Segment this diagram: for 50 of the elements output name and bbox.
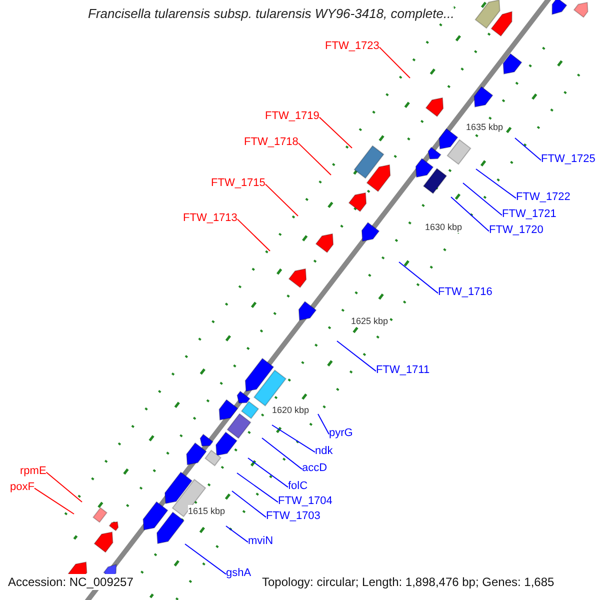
footer-text: Accession: NC_009257 bbox=[8, 574, 134, 590]
gene-label: gshA bbox=[226, 567, 252, 579]
gene-label: FTW_1721 bbox=[502, 208, 556, 220]
gene-label: FTW_1723 bbox=[325, 40, 380, 52]
leader-line bbox=[514, 138, 542, 161]
gene-label: FTW_1720 bbox=[489, 224, 544, 236]
gene-label: mviN bbox=[248, 535, 274, 547]
gene-label: poxF bbox=[10, 481, 34, 493]
leader-line bbox=[262, 438, 302, 470]
leader-line bbox=[232, 490, 266, 518]
leader-line bbox=[336, 340, 376, 372]
gene-label: FTW_1711 bbox=[376, 364, 430, 376]
gene-label: FTW_1704 bbox=[278, 495, 332, 507]
gene-label: folC bbox=[288, 480, 308, 492]
gene-label: ndk bbox=[315, 445, 333, 457]
gene-label: rpmE bbox=[20, 465, 46, 477]
leader-line bbox=[46, 472, 82, 502]
kbp-label: 1615 kbp bbox=[188, 505, 226, 517]
leader-line bbox=[236, 218, 270, 252]
leader-line bbox=[226, 526, 248, 543]
gene-label: FTW_1719 bbox=[265, 110, 320, 122]
gene-label: FTW_1716 bbox=[438, 286, 492, 298]
leader-line bbox=[236, 472, 278, 503]
leader-line bbox=[298, 142, 332, 176]
leader-line bbox=[450, 196, 490, 232]
footer-text: Topology: circular; Length: 1,898,476 bp; Genes: 1,685 bbox=[262, 574, 554, 590]
leader-line bbox=[476, 168, 516, 199]
leader-line bbox=[264, 184, 298, 216]
gene-label: FTW_1725 bbox=[541, 153, 596, 165]
gene-label: FTW_1713 bbox=[183, 212, 238, 224]
gene-label: FTW_1703 bbox=[266, 510, 320, 522]
kbp-label: 1630 kbp bbox=[425, 221, 462, 233]
gene-label: FTW_1718 bbox=[244, 136, 298, 148]
leader-line bbox=[184, 544, 226, 575]
leader-line bbox=[34, 488, 74, 514]
gene-label: FTW_1722 bbox=[516, 191, 570, 203]
gene-label: accD bbox=[302, 462, 328, 474]
kbp-label: 1620 kbp bbox=[272, 404, 310, 416]
title: Francisella tularensis subsp. tularensis WY96-3418, complete... bbox=[88, 6, 454, 22]
leader-line bbox=[248, 458, 288, 488]
kbp-label: 1635 kbp bbox=[466, 121, 504, 133]
leader-line bbox=[378, 46, 410, 78]
leader-line bbox=[272, 424, 316, 453]
gene-label: FTW_1715 bbox=[211, 177, 266, 189]
leader-line bbox=[318, 414, 330, 435]
kbp-label: 1625 kbp bbox=[351, 315, 388, 327]
leader-line bbox=[318, 116, 352, 148]
gene-label: pyrG bbox=[329, 427, 353, 439]
leader-line bbox=[398, 262, 438, 294]
leader-line bbox=[462, 182, 502, 216]
